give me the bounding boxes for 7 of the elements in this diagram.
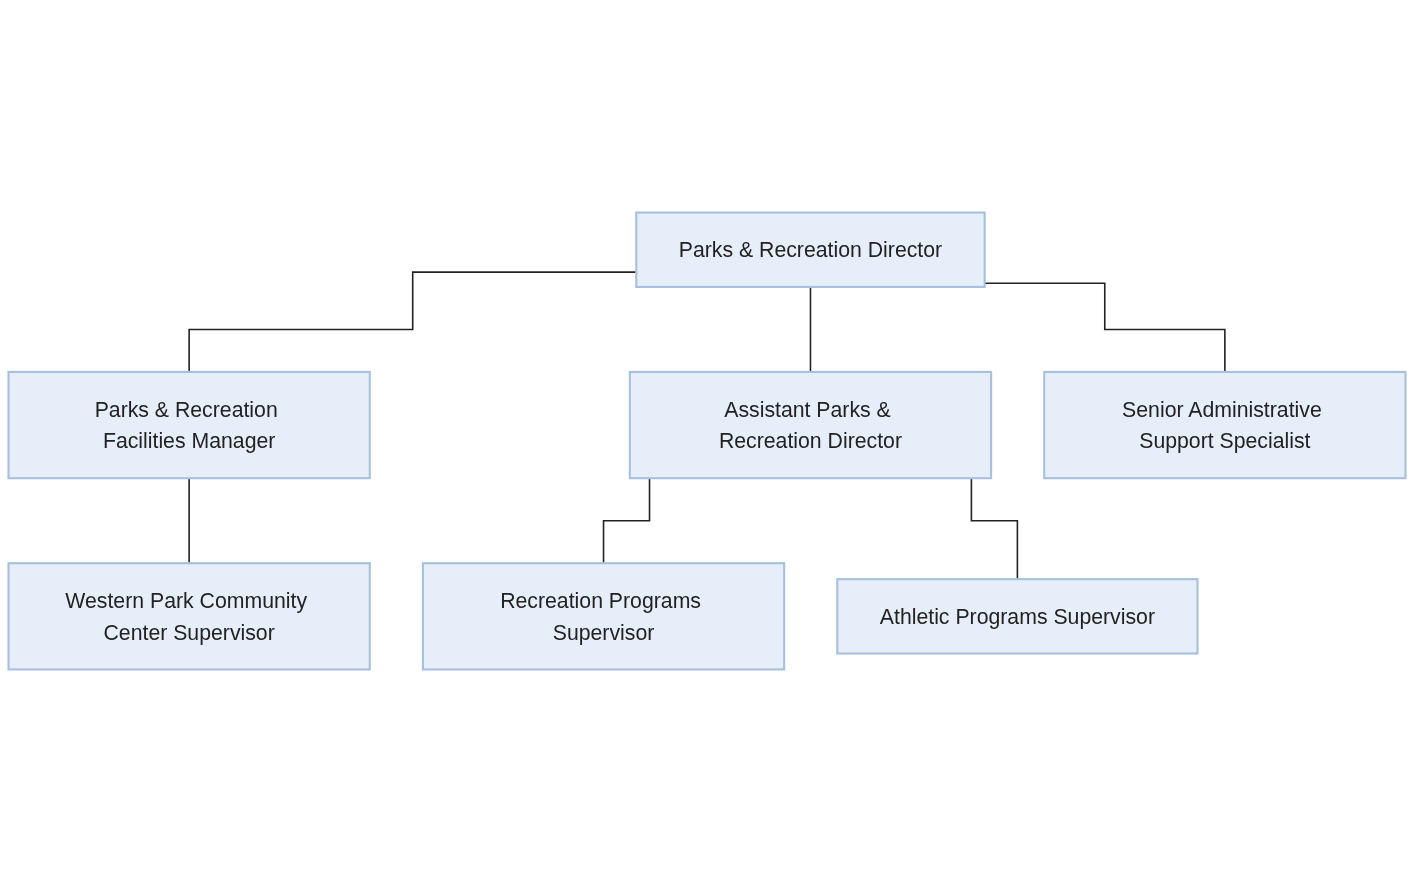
node-box: Athletic Programs Supervisor (836, 578, 1199, 655)
node-box: Western Park Community Center Supervisor (7, 562, 371, 671)
node-box: Senior Administrative Support Specialist (1043, 370, 1407, 480)
node-box: Assistant Parks & Recreation Director (628, 370, 993, 480)
node-box: Parks & Recreation Director (635, 211, 986, 288)
node-box: Parks & Recreation Facilities Manager (7, 370, 371, 480)
node-box: Recreation Programs Supervisor (421, 562, 786, 671)
